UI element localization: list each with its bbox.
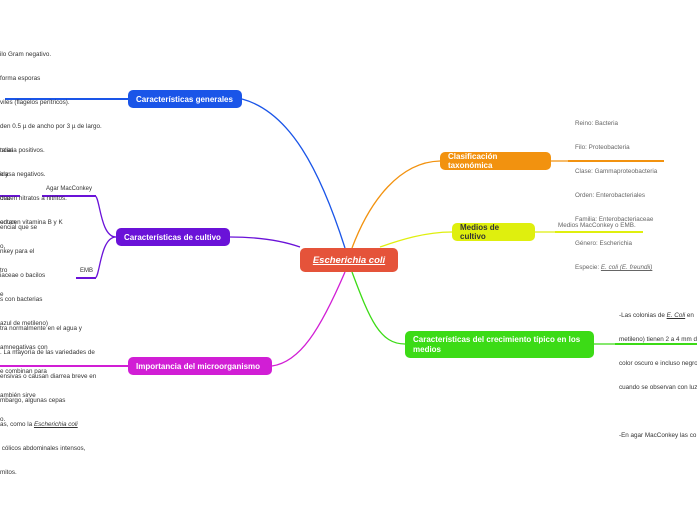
detail-line [619, 408, 697, 416]
topic-label: Clasificación taxonómica [448, 152, 498, 170]
agar-macconkey-detail: ncial e y osa entan o, tro e [0, 131, 16, 307]
central-topic[interactable]: Escherichia coli [300, 248, 398, 272]
detail-line: iaceae o bacilos [0, 272, 46, 279]
detail-line: Filo: Proteobacteria [575, 144, 630, 151]
species-term: Escherichia coli [33, 421, 78, 428]
detail-line: s con bacterias [0, 296, 43, 303]
detail-line: mbargo, algunas cepas [0, 397, 66, 404]
taxonomica-detail: Reino: Bacteria Filo: Proteobacteria Cla… [575, 104, 657, 280]
detail-line: nkey para el [0, 248, 35, 255]
detail-line: encial que se [0, 224, 38, 231]
central-topic-label: Escherichia coli [312, 254, 386, 266]
detail-line: tra normalmente en el agua y [0, 325, 82, 332]
detail-text: as, como la [0, 421, 34, 428]
detail-line: ducen nitratos a nitritos. [0, 195, 67, 202]
link-generales [241, 98, 346, 249]
detail-text: en [685, 312, 694, 319]
topic-label: Características de cultivo [124, 232, 221, 242]
detail-line: e y [0, 171, 9, 178]
detail-line: e combinan para [0, 368, 47, 375]
detail-line: talasa positivos. [0, 147, 45, 154]
topic-medios-de-cultivo[interactable]: Medios de cultivo [452, 223, 535, 241]
topic-caracteristicas-del-crecimiento[interactable]: Características del crecimiento típico e… [405, 331, 594, 358]
detail-line: cólicos abdominales intensos, [0, 445, 86, 452]
detail-line: ilo Gram negativo. [0, 51, 52, 58]
detail-line: amnegativas con [0, 344, 48, 351]
topic-label: Medios de cultivo [460, 223, 500, 241]
detail-line: Familia: Enterobacteriaceae [575, 216, 654, 223]
detail-line: Reino: Bacteria [575, 120, 619, 127]
species-term: E. Coli [666, 312, 686, 319]
detail-line: o, [0, 243, 6, 250]
detail-line: idasa negativos. [0, 171, 46, 178]
importancia-detail: tra normalmente en el agua y . La mayorí… [0, 309, 96, 485]
detail-line: Género: Escherichia [575, 240, 633, 247]
detail-line: -Las colonias de E. Coli en [619, 312, 697, 320]
medios-detail: Medios MacConkey o EMB. [558, 222, 636, 229]
subtopic-agar-macconkey[interactable]: Agar MacConkey [46, 186, 93, 192]
detail-line: entan [0, 219, 16, 226]
detail-line: ambién sirve [0, 392, 36, 399]
topic-label: Características del crecimiento típico e… [413, 334, 581, 354]
detail-line: azul de metileno) [0, 320, 48, 327]
detail-line: forma esporas [0, 75, 41, 82]
detail-line: o. [0, 416, 6, 423]
detail-line: metileno) tienen 2 a 4 mm d [619, 336, 697, 343]
crecimiento-detail: -Las colonias de E. Coli en metileno) ti… [619, 296, 697, 448]
detail-line: osa [0, 195, 11, 202]
bracket-cultivo [94, 195, 117, 279]
detail-line: Orden: Enterobacteriales [575, 192, 646, 199]
detail-line: tro [0, 267, 8, 274]
emb-detail: encial que se nkey para el iaceae o baci… [0, 208, 48, 432]
detail-text: Especie: [575, 264, 601, 271]
detail-line: den 0.5 µ de ancho por 3 µ de largo. [0, 123, 102, 130]
generales-detail: ilo Gram negativo. forma esporas viles (… [0, 35, 102, 235]
topic-caracteristicas-de-cultivo[interactable]: Características de cultivo [116, 228, 230, 246]
detail-text: -Las colonias de [619, 312, 667, 319]
detail-line: Clase: Gammaproteobacteria [575, 168, 658, 175]
link-taxonomica [351, 160, 441, 249]
link-crecimiento [351, 271, 406, 345]
detail-line: mitos. [0, 469, 17, 476]
topic-caracteristicas-generales[interactable]: Características generales [128, 90, 242, 108]
detail-line: color oscuro e incluso negro [619, 360, 697, 367]
topic-clasificacion-taxonomica[interactable]: Clasificación taxonómica [440, 152, 551, 170]
detail-line: ensivas o causan diarrea breve en [0, 373, 97, 380]
topic-label: Características generales [136, 94, 233, 104]
detail-line: ncial [0, 147, 13, 154]
topic-label: Importancia del microorganismo [136, 361, 261, 371]
link-importancia [271, 271, 346, 367]
detail-line: e [0, 291, 4, 298]
link-medios [379, 231, 453, 248]
detail-line: -En agar MacConkey las co [619, 432, 697, 439]
detail-line: Especie: E. coli (E. freundii) [575, 264, 657, 272]
detail-line: viles (flagelos perítricos). [0, 99, 70, 106]
detail-line: as, como la Escherichia coli [0, 421, 96, 429]
subtopic-emb[interactable]: EMB [80, 268, 94, 274]
link-cultivo [229, 236, 301, 248]
topic-importancia-del-microorganismo[interactable]: Importancia del microorganismo [128, 357, 272, 375]
detail-line: cuando se observan con luz [619, 384, 697, 391]
detail-line: . La mayoría de las variedades de [0, 349, 95, 356]
detail-line: oducen vitamina B y K [0, 219, 63, 226]
species-term: E. coli (E. freundii) [600, 264, 653, 271]
